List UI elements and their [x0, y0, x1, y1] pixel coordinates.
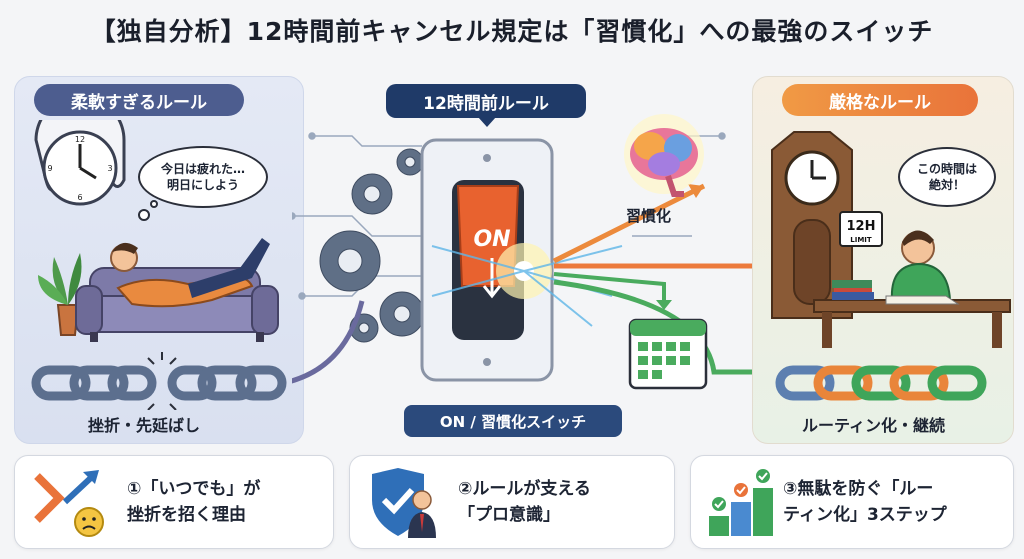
gear-icon [319, 148, 425, 343]
grandfather-clock-icon [771, 131, 853, 319]
shield-check-businessman-icon [372, 468, 436, 538]
books-icon [832, 280, 874, 300]
break-spark-icon [147, 352, 177, 410]
studying-person-icon [885, 230, 960, 305]
light-switch-icon [420, 138, 554, 382]
strict-rule-caption: ルーティン化・継続 [802, 416, 946, 435]
svg-text:3: 3 [107, 164, 112, 173]
melting-clock-icon: 12 3 6 9 [34, 120, 126, 206]
point-card-2: ②ルールが支える 「プロ意識」 [349, 455, 675, 549]
down-arrow-icon [482, 258, 502, 299]
card-3-line-1: ③無駄を防ぐ「ルー [783, 479, 934, 499]
orange-arrow-icon [552, 183, 706, 264]
point-card-1: ①「いつでも」が 挫折を招く理由 [14, 455, 334, 549]
flexible-rule-caption: 挫折・先延ばし [88, 416, 201, 435]
point-card-3: ③無駄を防ぐ「ルー ティン化」3ステップ [690, 455, 1014, 549]
habit-label: 習慣化 [626, 207, 672, 225]
habit-switch-caption: ON / 習慣化スイッチ [404, 405, 622, 437]
limit-sign-sub: LIMIT [850, 236, 872, 244]
broken-chain-icon [31, 365, 287, 401]
limit-sign-icon: 12H LIMIT [839, 211, 883, 247]
svg-text:9: 9 [47, 164, 52, 173]
studying-person-scene: 12H LIMIT [771, 131, 1011, 401]
twelve-hour-rule-header: 12時間前ルール [386, 84, 586, 127]
svg-text:12: 12 [75, 135, 85, 144]
thought-line-2: 明日にしよう [166, 178, 239, 192]
card-3-line-2: ティン化」3ステップ [783, 505, 947, 526]
growth-steps-icon [709, 469, 773, 536]
switch-scene: ON [292, 114, 762, 390]
card-1-line-1: ①「いつでも」が [127, 479, 261, 499]
flexible-rule-header: 柔軟すぎるルール [34, 84, 244, 116]
thought-line-1: 今日は疲れた… [160, 161, 245, 176]
limit-sign-main: 12H [847, 219, 876, 234]
thought-line-2: 絶対！ [928, 178, 965, 192]
lying-person-icon [110, 238, 270, 308]
card-1-line-2: 挫折を招く理由 [127, 505, 246, 526]
thought-bubble-lazy: 今日は疲れた… 明日にしよう [138, 146, 268, 208]
brain-icon [624, 114, 704, 197]
thought-line-1: この時間は [916, 161, 977, 176]
thought-bubble-strict: この時間は 絶対！ [898, 147, 996, 207]
lazy-person-scene: 12 3 6 9 [31, 120, 287, 410]
page-title: 【独自分析】12時間前キャンセル規定は「習慣化」への最強のスイッチ [90, 17, 934, 46]
strict-rule-header: 厳格なルール [782, 84, 978, 116]
desk-icon [813, 299, 1011, 348]
plant-icon [38, 253, 82, 336]
svg-text:6: 6 [77, 193, 82, 202]
card-2-line-2: 「プロ意識」 [458, 505, 560, 526]
green-arrow-icon [553, 279, 754, 375]
card-2-line-1: ②ルールが支える [458, 479, 591, 499]
continuous-chain-icon [775, 365, 987, 401]
left-arrow-icon [292, 300, 365, 384]
switch-on-label: ON [473, 227, 510, 252]
broken-arrow-sad-face-icon [34, 470, 104, 537]
calendar-icon [628, 318, 708, 390]
